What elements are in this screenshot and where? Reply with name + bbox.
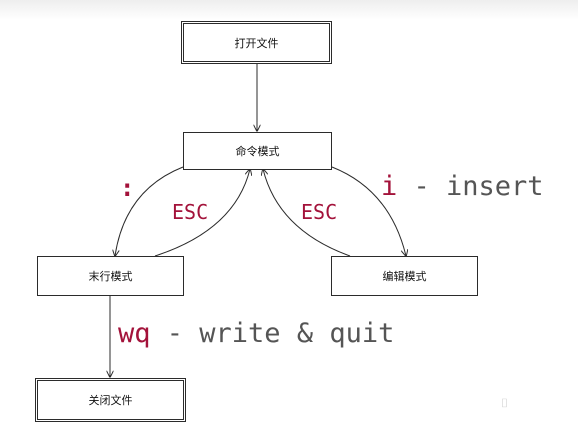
watermark-icon: ⌷ (501, 396, 509, 410)
edge-edit-to-command (263, 169, 351, 257)
label-wq-text: - write & quit (150, 318, 395, 349)
node-command-mode: 命令模式 (183, 132, 332, 170)
label-colon: : (120, 174, 135, 202)
top-shadow-bar (0, 0, 578, 20)
node-last-line-mode: 末行模式 (37, 256, 184, 296)
label-esc-right: ESC (301, 200, 338, 224)
label-insert: i - insert (381, 171, 544, 202)
label-wq-key: wq (118, 318, 151, 349)
edge-command-to-lastline (115, 166, 184, 256)
node-edit-mode: 编辑模式 (331, 256, 478, 296)
label-insert-text: - insert (397, 171, 544, 202)
label-write-quit: wq - write & quit (118, 318, 394, 349)
label-esc-left: ESC (172, 200, 209, 224)
node-open-file: 打开文件 (181, 21, 332, 64)
label-insert-key: i (381, 171, 398, 202)
edge-command-to-edit (331, 166, 406, 256)
edge-lastline-to-command (154, 169, 250, 257)
node-close-file: 关闭文件 (35, 378, 186, 422)
